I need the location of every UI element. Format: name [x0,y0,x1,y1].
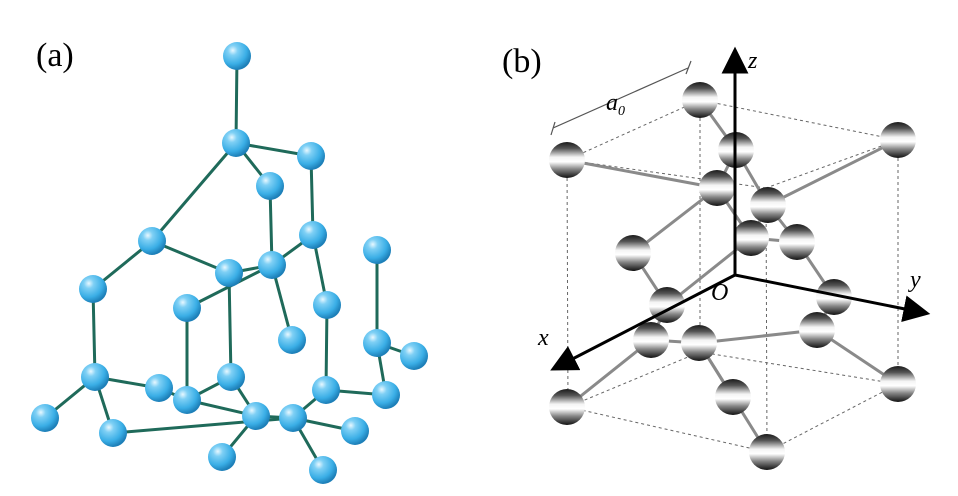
bond-line [150,141,238,243]
atom-sphere [715,379,751,415]
atom-sphere [81,363,109,391]
atom-sphere [138,227,166,255]
coordinate-axes [550,46,931,371]
cell-edge [766,383,899,453]
atom-sphere [217,363,245,391]
atom-sphere [215,259,243,287]
atom-sphere [313,291,341,319]
cell-edge [566,159,569,408]
panel-a: (a) [31,37,428,484]
atom-sphere [549,389,585,425]
atom-sphere [79,275,107,303]
cell-edge [765,187,768,453]
bond-line [697,328,819,345]
atom-sphere [278,326,306,354]
cell-edge [567,351,701,408]
cell-edge [566,99,701,161]
cell-edge [699,351,899,385]
bond-line [766,138,900,207]
atom-sphere [279,404,307,432]
atom-sphere [341,417,369,445]
atom-sphere [31,404,59,432]
atom-sphere [297,142,325,170]
atom-sphere [223,42,251,70]
atom-sphere [309,456,337,484]
atom-sphere [549,142,585,178]
atom-sphere [99,419,127,447]
panel-b: (b) a0 z y x O [502,43,931,470]
panel-b-label: (b) [502,43,542,80]
x-axis-arrow [550,273,736,371]
z-axis-label: z [747,48,758,74]
origin-label: O [711,280,728,306]
atom-sphere [173,294,201,322]
atom-sphere [749,434,785,470]
atom-sphere [363,329,391,357]
bond-line [227,271,233,379]
atom-sphere [816,279,852,315]
lattice-constant-label: a0 [606,90,625,119]
atom-sphere [372,381,400,409]
atom-sphere [258,251,286,279]
atom-sphere [633,322,669,358]
atom-sphere [779,224,815,260]
atom-sphere [173,386,201,414]
atom-sphere [299,221,327,249]
cell-edge [699,99,899,141]
atom-sphere [699,170,735,206]
atom-sphere [615,235,651,271]
bond-line [324,303,329,392]
atom-sphere [145,374,173,402]
atom-sphere [363,236,391,264]
atom-sphere [750,187,786,223]
y-axis-arrow [734,273,931,323]
panel-b-atoms [549,82,916,470]
atom-sphere [799,312,835,348]
panel-a-atoms [31,42,428,484]
atom-sphere [242,402,270,430]
atom-sphere [681,325,717,361]
atom-sphere [880,366,916,402]
panel-a-label: (a) [36,37,74,74]
atom-sphere [733,220,769,256]
bond-line [565,158,719,190]
atom-sphere [400,342,428,370]
atom-sphere [312,376,340,404]
atom-sphere [682,82,718,118]
bond-line [91,287,97,379]
bond-line [234,54,239,145]
cell-edge [765,139,899,189]
x-axis-label: x [537,325,549,351]
atom-sphere [880,122,916,158]
atom-sphere [222,129,250,157]
atom-sphere [256,172,284,200]
cell-edge [567,406,768,453]
lattice-constant-marker: a0 [550,60,692,136]
atom-sphere [208,443,236,471]
y-axis-label: y [908,267,921,293]
